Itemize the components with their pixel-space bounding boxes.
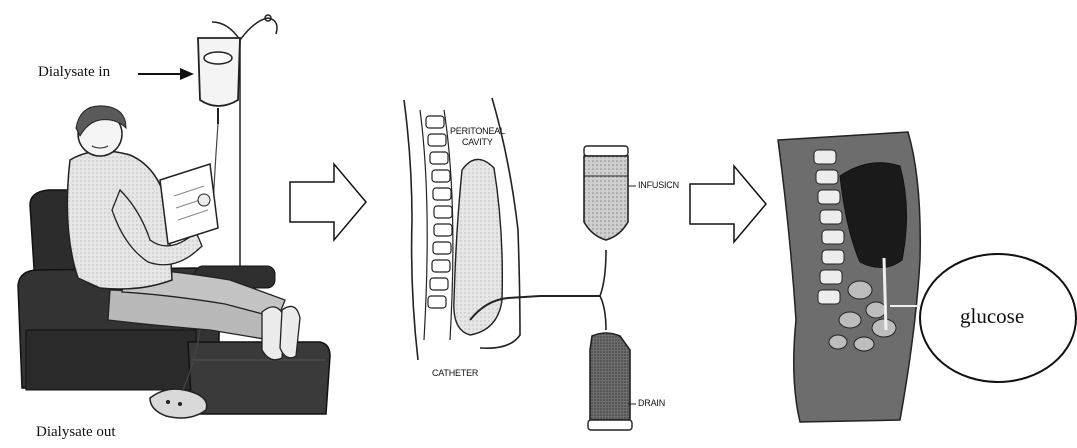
peritoneal-section-diagram xyxy=(404,98,636,430)
flow-arrow-1 xyxy=(290,164,366,240)
infusion-bag xyxy=(584,146,628,240)
peritoneal-cavity-label-line1: PERITONEAL xyxy=(450,126,505,136)
dialysate-out-label: Dialysate out xyxy=(36,424,116,441)
dialysate-in-label: Dialysate in xyxy=(38,64,110,81)
spine xyxy=(420,110,453,340)
infusion-label: INFUSICN xyxy=(638,180,679,190)
peritoneal-cavity-label-line2: CAVITY xyxy=(462,137,493,147)
dialysate-in-arrow xyxy=(138,68,194,80)
flow-arrow-2 xyxy=(690,166,766,242)
drain-label: DRAIN xyxy=(638,398,665,408)
glucose-label: glucose xyxy=(960,304,1024,329)
peritoneal-cavity-region xyxy=(454,159,503,335)
catheter-label: CATHETER xyxy=(432,368,478,378)
abdominal-cross-section xyxy=(778,132,960,422)
drain-bag xyxy=(588,333,632,430)
